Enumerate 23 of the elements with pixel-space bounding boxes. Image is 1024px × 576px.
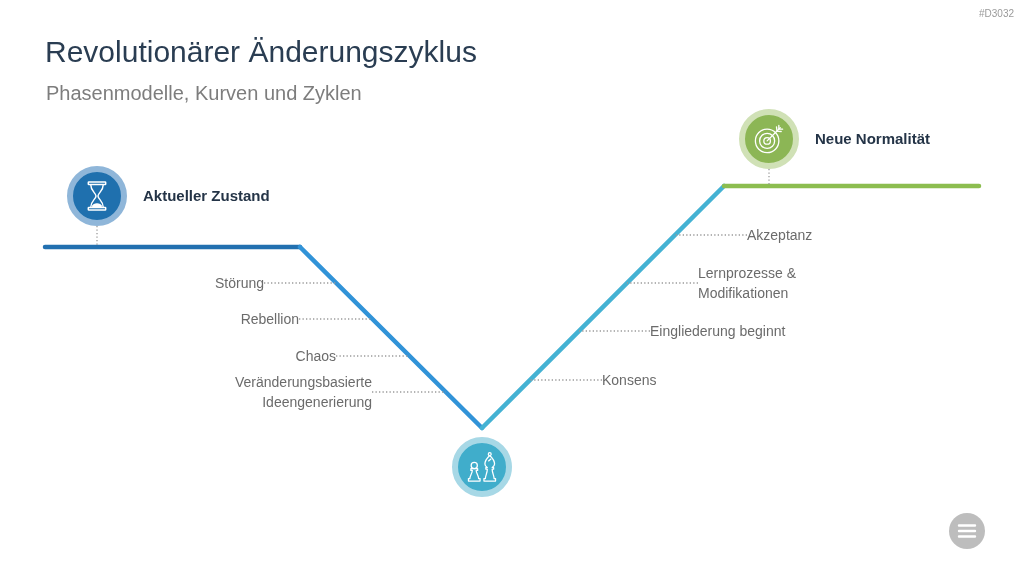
leader-line — [578, 330, 651, 332]
phase-label: Eingliederung beginnt — [650, 321, 786, 341]
icon-circle — [739, 109, 799, 169]
icon-circle — [67, 166, 127, 226]
leader-line — [768, 168, 770, 187]
stage-title: Aktueller Zustand — [143, 186, 270, 206]
phase-label: Rebellion — [240, 309, 299, 329]
leader-line — [96, 225, 98, 248]
phase-label: Störung — [214, 273, 264, 293]
phase-label: Veränderungsbasierte Ideengenerierung — [212, 372, 372, 412]
phase-label: Konsens — [602, 370, 657, 390]
leader-line — [626, 282, 699, 284]
leader-line — [529, 379, 603, 381]
leader-line — [674, 234, 748, 236]
phase-label: Chaos — [295, 346, 336, 366]
leader-line — [263, 282, 337, 284]
icon-circle — [452, 437, 512, 497]
stage-title: Neue Normalität — [815, 129, 931, 149]
slide-title: Revolutionärer Änderungszyklus — [45, 34, 477, 70]
subtitle: Phasenmodelle, Kurven und Zyklen — [46, 81, 362, 105]
slide-code: #D3032 — [978, 7, 1014, 20]
phase-label: Akzeptanz — [747, 225, 813, 245]
phase-label: Lernprozesse & Modifikationen — [698, 263, 810, 303]
